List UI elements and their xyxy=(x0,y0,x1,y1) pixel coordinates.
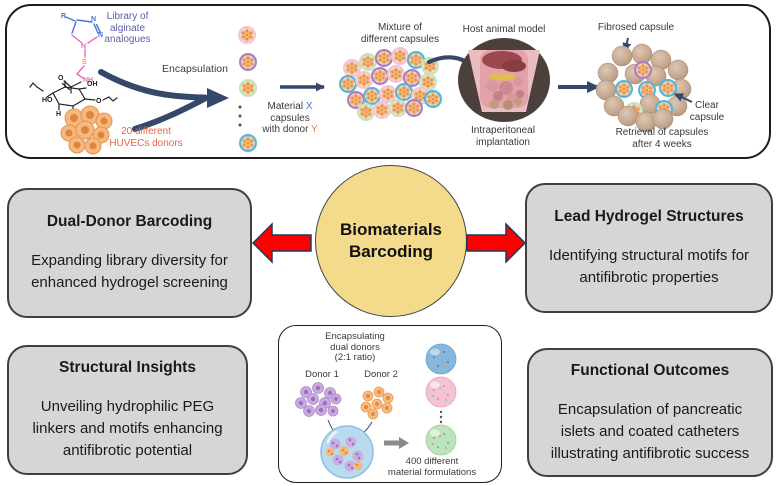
retrieval-label: Retrieval of capsules after 4 weeks xyxy=(615,127,709,150)
dual-donor-illustration xyxy=(295,382,394,479)
formulation-spheres xyxy=(425,343,457,456)
host-label: Host animal model xyxy=(462,24,546,35)
dual-donor-title: Dual-Donor Barcoding xyxy=(46,213,213,230)
material-line2: capsules xyxy=(270,112,310,124)
clear-pointer-arrow xyxy=(674,93,693,103)
functional-outcomes-body: Encapsulation of pancreatic islets and c… xyxy=(550,400,750,462)
biomaterials-barcoding-circle: Biomaterials Barcoding xyxy=(315,165,467,317)
red-arrow-left xyxy=(251,222,312,264)
library-label: Library of alginate analogues xyxy=(104,11,151,45)
material-label: Material X capsules with donor Y xyxy=(250,101,330,136)
fibrosed-label: Fibrosed capsule xyxy=(597,22,675,33)
workflow-panel xyxy=(5,4,771,159)
arrow-to-retrieval xyxy=(558,81,600,93)
material-line3: with donor Y xyxy=(262,124,318,135)
material-line1: Material X xyxy=(267,101,313,112)
encapsulating-title: Encapsulating dual donors (2:1 ratio) xyxy=(325,331,385,363)
donor2-label: Donor 2 xyxy=(364,369,398,380)
donor-y: Y xyxy=(311,124,318,135)
structural-insights-body: Unveiling hydrophilic PEG linkers and mo… xyxy=(32,398,223,459)
encapsulation-arrow xyxy=(98,69,229,132)
svg-text:N: N xyxy=(91,16,96,23)
red-arrow-right xyxy=(466,222,527,264)
host-animal-illustration xyxy=(458,38,550,122)
svg-text:H: H xyxy=(56,111,61,118)
functional-outcomes-title: Functional Outcomes xyxy=(570,361,730,379)
formulations-arrow xyxy=(384,437,409,449)
svg-text:OH: OH xyxy=(87,81,98,88)
structural-insights-box: Structural Insights Unveiling hydrophili… xyxy=(7,345,248,475)
svg-text:R: R xyxy=(61,13,66,20)
svg-text:O: O xyxy=(96,98,102,105)
alginate-chemical-structure: R N N N S NH O OH HO O H H xyxy=(29,13,118,119)
huvecs-label: 20 different HUVECs donors xyxy=(109,126,183,149)
lead-hydrogel-title: Lead Hydrogel Structures xyxy=(554,208,744,225)
dual-donor-capsule xyxy=(320,425,374,479)
huvecs-cell-cluster xyxy=(60,105,113,155)
implantation-label: Intraperitoneal implantation xyxy=(471,125,535,148)
svg-text:N: N xyxy=(81,43,86,50)
formulations-label: 400 different material formulations xyxy=(387,456,477,478)
encapsulation-label: Encapsulation xyxy=(162,63,228,75)
capsule-column xyxy=(228,22,268,157)
center-title: Biomaterials Barcoding xyxy=(339,220,443,261)
svg-text:HO: HO xyxy=(42,97,53,104)
svg-text:N: N xyxy=(98,32,103,39)
functional-outcomes-box: Functional Outcomes Encapsulation of pan… xyxy=(527,348,773,477)
svg-text:S: S xyxy=(82,59,87,66)
mixture-label: Mixture of different capsules xyxy=(360,22,440,45)
svg-text:O: O xyxy=(58,75,64,82)
lead-hydrogel-box: Lead Hydrogel Structures Identifying str… xyxy=(525,183,773,313)
dual-donor-box: Dual-Donor Barcoding Expanding library d… xyxy=(7,188,252,318)
dual-donor-body: Expanding library diversity for enhanced… xyxy=(31,252,228,291)
donor1-label: Donor 1 xyxy=(305,369,339,380)
material-x: X xyxy=(305,101,313,112)
lead-hydrogel-body: Identifying structural motifs for antifi… xyxy=(548,247,750,286)
svg-text:NH: NH xyxy=(83,77,93,84)
clear-label: Clear capsule xyxy=(689,100,725,123)
arrow-to-mixture xyxy=(280,82,325,92)
structural-insights-title: Structural Insights xyxy=(59,359,196,376)
